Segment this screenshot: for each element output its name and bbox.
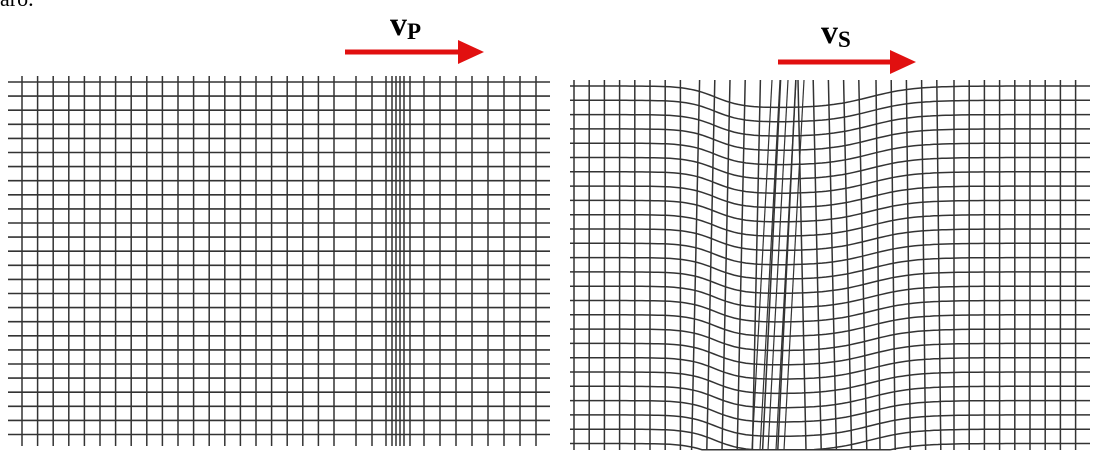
s-grid-vertical-line — [858, 79, 868, 451]
s-grid-shear-hatch-line — [783, 79, 805, 451]
s-grid-vertical-line — [751, 79, 762, 451]
s-grid-horizontal-line — [570, 271, 1090, 295]
s-grid-horizontal-line — [570, 371, 1090, 395]
s-grid-shear-hatch-line — [767, 79, 789, 451]
s-wave-velocity-label: vS — [821, 14, 851, 52]
s-grid-horizontal-line — [570, 356, 1090, 380]
s-grid-horizontal-line — [570, 328, 1090, 352]
s-grid-horizontal-line — [570, 199, 1090, 223]
text-fragment: aro. — [0, 0, 34, 10]
s-grid-vertical-line — [905, 79, 912, 451]
s-grid-horizontal-line — [570, 414, 1090, 438]
s-grid-horizontal-line — [570, 171, 1090, 194]
s-grid-horizontal-line — [570, 299, 1090, 323]
s-grid-vertical-line — [827, 79, 838, 451]
p-arrow-head — [458, 40, 484, 64]
p-wave-velocity-label: vP — [390, 6, 422, 44]
s-grid-horizontal-line — [570, 385, 1090, 409]
s-grid-horizontal-line — [570, 399, 1090, 423]
s-wave-label-main: v — [821, 14, 838, 51]
s-grid-vertical-line — [706, 79, 716, 451]
s-grid-vertical-line — [875, 79, 881, 451]
s-arrow-head — [890, 50, 916, 74]
s-grid-shear-hatch-line — [759, 79, 781, 451]
s-grid-horizontal-line — [570, 342, 1090, 366]
s-grid-horizontal-line — [570, 228, 1090, 252]
s-grid-horizontal-line — [570, 285, 1090, 309]
s-grid-horizontal-line — [570, 242, 1090, 266]
s-grid-horizontal-line — [570, 256, 1090, 280]
s-grid-horizontal-line — [570, 428, 1090, 451]
s-wave-label-subscript: S — [838, 27, 851, 52]
s-grid-vertical-line — [890, 79, 896, 451]
s-grid-horizontal-line — [570, 85, 1090, 109]
s-grid-vertical-line — [736, 79, 746, 451]
s-wave-grid — [570, 79, 1090, 451]
s-grid-horizontal-line — [570, 314, 1090, 337]
p-wave-grid — [8, 76, 550, 446]
s-grid-vertical-line — [812, 79, 822, 451]
s-grid-shear-hatch-line — [751, 79, 773, 451]
p-wave-label-main: v — [390, 6, 407, 43]
s-grid-vertical-line — [936, 79, 942, 451]
p-wave-direction-arrow — [345, 40, 484, 64]
s-grid-horizontal-line — [570, 185, 1090, 209]
s-grid-vertical-line — [761, 79, 782, 451]
s-grid-vertical-line — [690, 79, 701, 451]
s-grid-horizontal-line — [570, 442, 1090, 451]
s-grid-shear-hatch-line — [775, 79, 797, 451]
s-grid-vertical-line — [797, 79, 807, 451]
s-grid-vertical-line — [842, 79, 853, 451]
s-grid-horizontal-line — [570, 99, 1090, 123]
s-grid-horizontal-line — [570, 213, 1090, 237]
s-wave-direction-arrow — [778, 50, 916, 74]
s-grid-vertical-line — [721, 79, 731, 451]
p-wave-label-subscript: P — [407, 19, 422, 44]
s-grid-vertical-line — [920, 79, 927, 451]
